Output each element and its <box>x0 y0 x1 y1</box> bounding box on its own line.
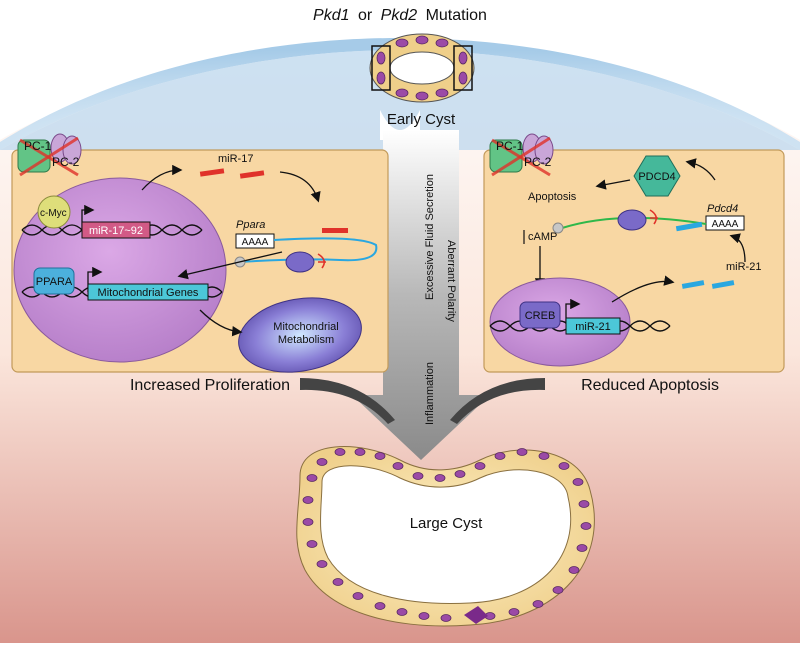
cyst-cell-nucleus <box>306 540 318 548</box>
title-text: Pkd1 or Pkd2 Mutation <box>313 7 487 24</box>
cyst-cell-nucleus <box>440 614 452 622</box>
cyst-cell-nucleus <box>316 458 328 466</box>
right-camp-label: cAMP <box>528 231 557 243</box>
large-cyst-label: Large Cyst <box>410 515 483 532</box>
left-mito-genes-label: Mitochondrial Genes <box>98 287 199 299</box>
cyst-cell-nucleus <box>494 452 506 460</box>
right-creb-label: CREB <box>525 310 556 322</box>
cyst-cell-nucleus <box>576 544 588 552</box>
cyst-cell-nucleus <box>580 522 592 530</box>
arrow-label-fluid: Excessive Fluid Secretion <box>424 174 436 300</box>
arrow-label-polarity: Aberrant Polarity <box>445 240 457 322</box>
cyst-cell-nucleus <box>538 452 550 460</box>
right-caption: Reduced Apoptosis <box>581 377 719 394</box>
cyst-cell-nucleus <box>354 448 366 456</box>
early-cyst <box>369 33 475 103</box>
left-ppara-protein: PPARA <box>36 276 73 288</box>
left-pc1-label: PC-1 <box>24 139 52 153</box>
arrow-label-inflammation: Inflammation <box>424 362 436 425</box>
right-mir21-small-label: miR-21 <box>726 261 761 273</box>
right-pdcd4-mrna-label: Pdcd4 <box>707 203 738 215</box>
cyst-cell-nucleus <box>572 478 584 486</box>
cyst-cell-nucleus <box>454 470 466 478</box>
cyst-cell-nucleus <box>334 448 346 456</box>
cyst-cell-nucleus <box>516 448 528 456</box>
left-polya-label: AAAA <box>242 237 269 248</box>
cyst-cell-nucleus <box>568 566 580 574</box>
mito-metabolism-line2: Metabolism <box>278 334 334 346</box>
left-converge-arrow <box>300 378 395 424</box>
cyst-cell-nucleus <box>578 500 590 508</box>
cyst-cell-nucleus <box>302 518 314 526</box>
left-ppara-mrna-label: Ppara <box>236 219 265 231</box>
cyst-cell-nucleus <box>392 462 404 470</box>
cyst-cell-nucleus <box>474 462 486 470</box>
early-cyst-label: Early Cyst <box>387 111 456 128</box>
right-pc2-label: PC-2 <box>524 155 552 169</box>
cyst-cell-nucleus <box>332 578 344 586</box>
right-pdcd4-protein: PDCD4 <box>638 171 675 183</box>
cyst-cell-nucleus <box>418 612 430 620</box>
right-panel: PC-1 PC-2 PDCD4 Apoptosis Pdcd4 AAAA cAM… <box>483 133 785 373</box>
left-caption: Increased Proliferation <box>130 377 290 394</box>
cyst-cell-nucleus <box>306 474 318 482</box>
left-panel: PC-1 PC-2 c-Myc miR-17~92 PPARA Mitochon… <box>11 133 389 373</box>
right-apoptosis-label: Apoptosis <box>528 191 577 203</box>
left-mir17-label: miR-17 <box>218 153 253 165</box>
left-cmyc-label: c-Myc <box>40 208 67 219</box>
cyst-cell-nucleus <box>508 608 520 616</box>
cyst-cell-nucleus <box>374 452 386 460</box>
large-cyst <box>296 446 595 627</box>
right-pc1-label: PC-1 <box>496 139 524 153</box>
left-nucleus <box>13 177 227 363</box>
mito-metabolism-line1: Mitochondrial <box>273 321 338 333</box>
right-converge-arrow <box>450 378 545 424</box>
cyst-cell-nucleus <box>552 586 564 594</box>
cyst-cell-nucleus <box>302 496 314 504</box>
left-mir1792-label: miR-17~92 <box>89 225 143 237</box>
cyst-cell-nucleus <box>434 474 446 482</box>
cyst-cell-nucleus <box>396 608 408 616</box>
right-mir21-gene-label: miR-21 <box>575 321 610 333</box>
cyst-cell-nucleus <box>532 600 544 608</box>
right-polya-label: AAAA <box>712 219 739 230</box>
lumen-sky <box>0 38 800 150</box>
cyst-cell-nucleus <box>558 462 570 470</box>
cyst-cell-nucleus <box>374 602 386 610</box>
cyst-cell-nucleus <box>352 592 364 600</box>
cyst-cell-nucleus <box>316 560 328 568</box>
cyst-cell-nucleus <box>412 472 424 480</box>
left-pc2-label: PC-2 <box>52 155 80 169</box>
